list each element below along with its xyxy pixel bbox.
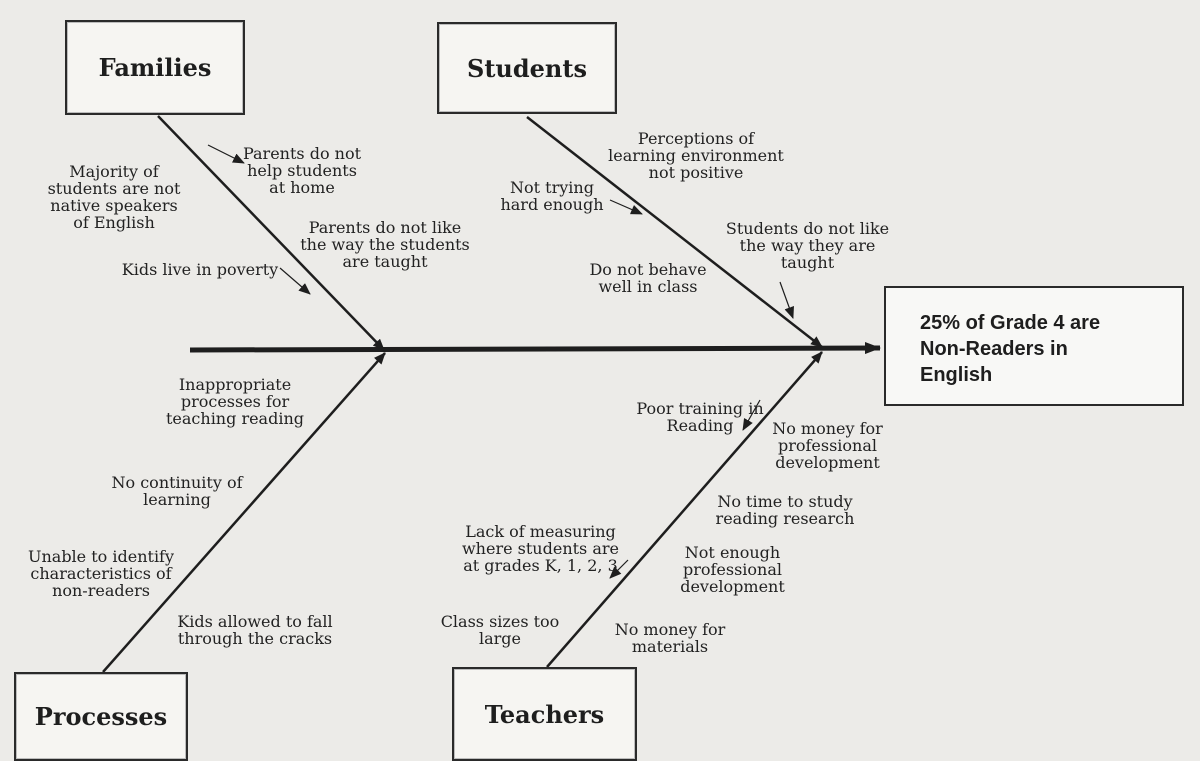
category-box-students: Students xyxy=(437,22,617,114)
category-label-processes: Processes xyxy=(34,702,168,731)
cause-inappropriate-processes: Inappropriate processes for teaching rea… xyxy=(165,375,304,428)
category-box-families: Families xyxy=(65,20,245,115)
category-label-families: Families xyxy=(98,53,212,82)
cause-do-not-behave: Do not behave well in class xyxy=(589,260,707,296)
cause-no-money-prof-dev: No money for professional development xyxy=(772,419,883,472)
cause-unable-identify: Unable to identify characteristics of no… xyxy=(27,547,175,600)
category-label-students: Students xyxy=(467,53,587,83)
bone-teachers xyxy=(546,351,823,668)
cause-majority-non-native: Majority of students are not native spea… xyxy=(47,162,181,232)
arrow-lack-measuring xyxy=(609,559,629,579)
effect-box: 25% of Grade 4 are Non-Readers in Englis… xyxy=(884,286,1184,406)
cause-parents-dislike-teaching: Parents do not like the way the students… xyxy=(300,218,470,271)
arrow-kids-poverty xyxy=(279,267,311,295)
category-box-teachers: Teachers xyxy=(452,667,637,761)
spine-line xyxy=(189,342,881,355)
cause-lack-measuring: Lack of measuring where students are at … xyxy=(461,522,619,575)
category-box-processes: Processes xyxy=(14,672,188,761)
cause-kids-poverty: Kids live in poverty xyxy=(121,260,279,279)
cause-no-continuity: No continuity of learning xyxy=(111,473,243,509)
effect-text: 25% of Grade 4 are Non-Readers in Englis… xyxy=(920,312,1101,386)
cause-parents-not-help: Parents do not help students at home xyxy=(242,144,362,197)
cause-kids-fall-through: Kids allowed to fall through the cracks xyxy=(177,612,333,648)
cause-no-money-materials: No money for materials xyxy=(614,620,726,656)
arrow-parents-help xyxy=(207,144,245,164)
bone-students xyxy=(526,116,823,348)
cause-not-enough-prof-dev: Not enough professional development xyxy=(680,543,785,596)
arrow-poor-training xyxy=(742,399,761,431)
cause-perceptions-environment: Perceptions of learning environment not … xyxy=(608,129,784,182)
cause-students-dislike-teaching: Students do not like the way they are ta… xyxy=(725,219,890,272)
cause-poor-training: Poor training in Reading xyxy=(636,399,764,435)
cause-class-sizes: Class sizes too large xyxy=(440,612,560,648)
category-label-teachers: Teachers xyxy=(484,699,605,729)
bone-processes xyxy=(102,352,386,673)
arrow-students-dislike xyxy=(779,281,794,319)
cause-no-time-research: No time to study reading research xyxy=(715,492,855,528)
arrow-not-trying xyxy=(609,199,643,215)
cause-not-trying: Not trying hard enough xyxy=(500,178,604,214)
bone-families xyxy=(157,115,385,351)
